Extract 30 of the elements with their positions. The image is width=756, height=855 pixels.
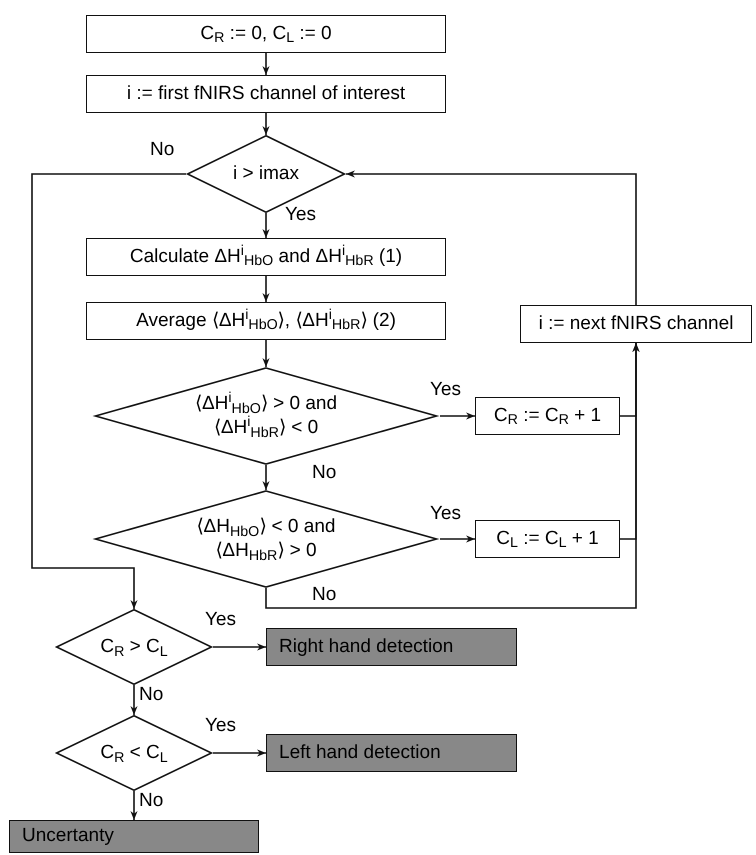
decision-text: C$_{R}$ < C$_{L}$ [100, 741, 168, 765]
arrow [130, 685, 138, 715]
decision-text: ⟨ΔH$_{HbO}$⟩ < 0 and ⟨ΔH$_{HbR}$⟩ > 0 [196, 515, 336, 563]
outcome-box: Right hand detection [266, 628, 517, 666]
process-box: i := first fNIRS channel of interest [86, 75, 446, 113]
arrow [440, 535, 475, 543]
arrow [213, 749, 266, 757]
arrow [346, 170, 637, 305]
arrow [130, 791, 138, 820]
process-box: Average ⟨ΔH$^{i}$$_{HbO}$⟩, ⟨ΔH$^{i}$$_{HbR}$⟩ (2) [86, 302, 446, 340]
arrow [262, 340, 270, 367]
decision-text: i > imax [233, 162, 299, 186]
arrow [262, 213, 270, 238]
decision-text: C$_{R}$ > C$_{L}$ [100, 635, 168, 659]
process-box: C$_{R}$ := 0, C$_{L}$ := 0 [86, 15, 446, 53]
arrow [31, 173, 186, 609]
arrow [262, 465, 270, 490]
arrow [213, 643, 266, 651]
outcome-box: Uncertanty [9, 820, 259, 853]
arrow [262, 276, 270, 302]
arrow [262, 53, 270, 75]
process-box: Calculate ΔH$^{i}$$_{HbO}$ and ΔH$^{i}$$_{HbR}$ (1) [86, 238, 446, 276]
arrow [440, 412, 475, 420]
arrow [620, 343, 640, 540]
decision-text: ⟨ΔH$^{i}$$_{HbO}$⟩ > 0 and ⟨ΔH$^{i}$$_{HbR}$⟩ < 0 [194, 392, 338, 440]
process-box: C$_{R}$ := C$_{R}$ + 1 [475, 397, 620, 435]
process-box: i := next fNIRS channel [520, 305, 752, 343]
outcome-box: Left hand detection [266, 734, 517, 772]
process-box: C$_{L}$ := C$_{L}$ + 1 [475, 520, 620, 558]
arrow [262, 113, 270, 135]
